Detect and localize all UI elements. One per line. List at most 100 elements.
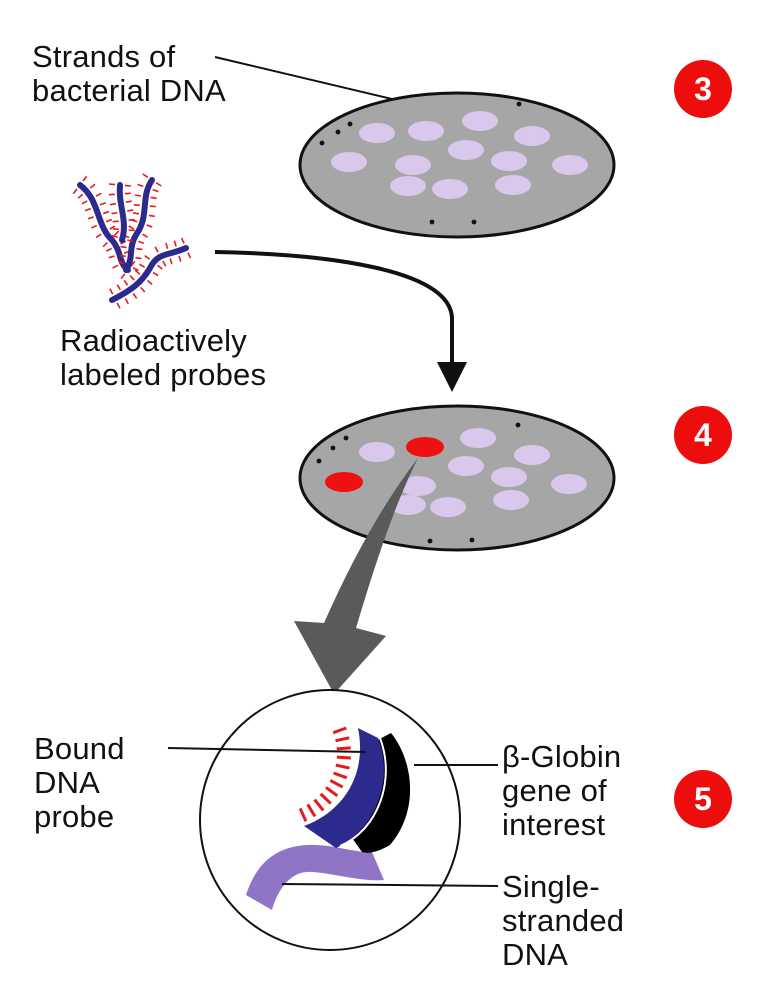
radioactive-tick — [135, 270, 140, 274]
radioactive-tick — [129, 226, 134, 229]
radioactive-tick — [126, 201, 132, 202]
radioactive-tick — [78, 194, 83, 198]
radioactive-tick — [153, 190, 159, 192]
radioactive-tick — [130, 276, 134, 280]
colony — [359, 123, 395, 143]
radioactive-tick — [109, 256, 115, 258]
radioactive-tick — [151, 197, 157, 198]
radioactive-tick — [121, 274, 125, 279]
radioactive-tick — [120, 256, 126, 257]
colony — [552, 155, 588, 175]
radioactive-tick — [85, 209, 91, 211]
radioactive-tick — [103, 212, 109, 214]
colony — [462, 111, 498, 131]
radioactive-tick — [140, 264, 145, 267]
colony — [514, 126, 550, 146]
radioactive-tick — [153, 273, 158, 276]
speck — [331, 446, 336, 451]
radioactive-tick — [145, 256, 150, 260]
radioactive-tick — [121, 247, 127, 248]
step-badge-3: 3 — [674, 60, 732, 118]
colony — [408, 121, 444, 141]
speck — [317, 459, 322, 464]
radioactive-tick — [96, 234, 101, 237]
speck — [348, 122, 353, 127]
radioactive-tick — [337, 757, 351, 758]
radioactive-tick — [148, 280, 153, 284]
label-globin-gene: β-Globin gene of interest — [502, 740, 621, 842]
radioactive-tick — [100, 203, 106, 205]
probe-strand — [120, 185, 124, 240]
radioactive-tick — [117, 303, 120, 308]
speck — [428, 539, 433, 544]
colony — [448, 456, 484, 476]
radioactive-tick — [91, 226, 97, 228]
radioactive-tick — [90, 184, 95, 188]
colony — [491, 467, 527, 487]
radioactive-tick — [142, 234, 147, 237]
radioactive-tick — [337, 748, 351, 749]
colony — [432, 179, 468, 199]
speck — [517, 102, 522, 107]
hybridized-colony — [406, 437, 444, 457]
radioactive-tick — [129, 220, 135, 221]
radioactive-tick — [179, 256, 181, 262]
radioactive-tick — [138, 184, 144, 186]
radioactive-tick — [110, 204, 116, 205]
radioactive-tick — [170, 258, 172, 264]
radioactive-tick — [113, 265, 118, 268]
radioactive-tick — [163, 261, 166, 266]
radioactive-tick — [73, 189, 77, 194]
radioactive-tick — [88, 217, 94, 219]
speck — [320, 141, 325, 146]
colony — [491, 151, 527, 171]
radioactive-tick — [124, 280, 127, 285]
radioactive-tick — [138, 241, 144, 243]
radioactive-tick — [174, 241, 176, 247]
hybridized-colony — [325, 472, 363, 492]
colony — [551, 474, 587, 494]
speck — [430, 220, 435, 225]
label-single-stranded-dna: Single- stranded DNA — [502, 870, 624, 972]
radioactive-tick — [143, 174, 148, 177]
label-bound-dna-probe: Bound DNA probe — [34, 732, 125, 834]
radioactive-tick — [158, 265, 163, 269]
radioactive-probes-cluster — [73, 174, 190, 308]
radioactive-tick — [106, 248, 111, 251]
colony — [430, 497, 466, 517]
colony — [448, 140, 484, 160]
colony — [395, 155, 431, 175]
radioactive-tick — [110, 289, 113, 294]
colony — [359, 442, 395, 462]
radioactive-tick — [103, 242, 107, 246]
radioactive-tick — [125, 299, 128, 304]
radioactive-tick — [83, 176, 87, 181]
curved-arrow-head — [437, 362, 467, 392]
radioactive-tick — [182, 238, 184, 243]
plate-middle — [300, 406, 614, 550]
colony — [514, 445, 550, 465]
radioactive-tick — [156, 183, 161, 186]
radioactive-tick — [133, 213, 139, 214]
speck — [472, 220, 477, 225]
radioactive-tick — [112, 213, 118, 214]
speck — [344, 436, 349, 441]
radioactive-tick — [136, 258, 142, 259]
colony — [460, 428, 496, 448]
radioactive-tick — [135, 195, 141, 196]
radioactive-tick — [125, 185, 131, 186]
radioactive-tick — [149, 215, 155, 216]
radioactive-tick — [188, 253, 190, 258]
colony — [495, 175, 531, 195]
radioactive-tick — [109, 184, 115, 185]
speck — [336, 130, 341, 135]
step-badge-4: 4 — [674, 406, 732, 464]
radioactive-tick — [113, 221, 119, 222]
radioactive-tick — [82, 201, 87, 204]
colony — [390, 176, 426, 196]
speck — [516, 423, 521, 428]
radioactive-tick — [155, 247, 158, 252]
colony — [493, 490, 529, 510]
colony — [331, 152, 367, 172]
